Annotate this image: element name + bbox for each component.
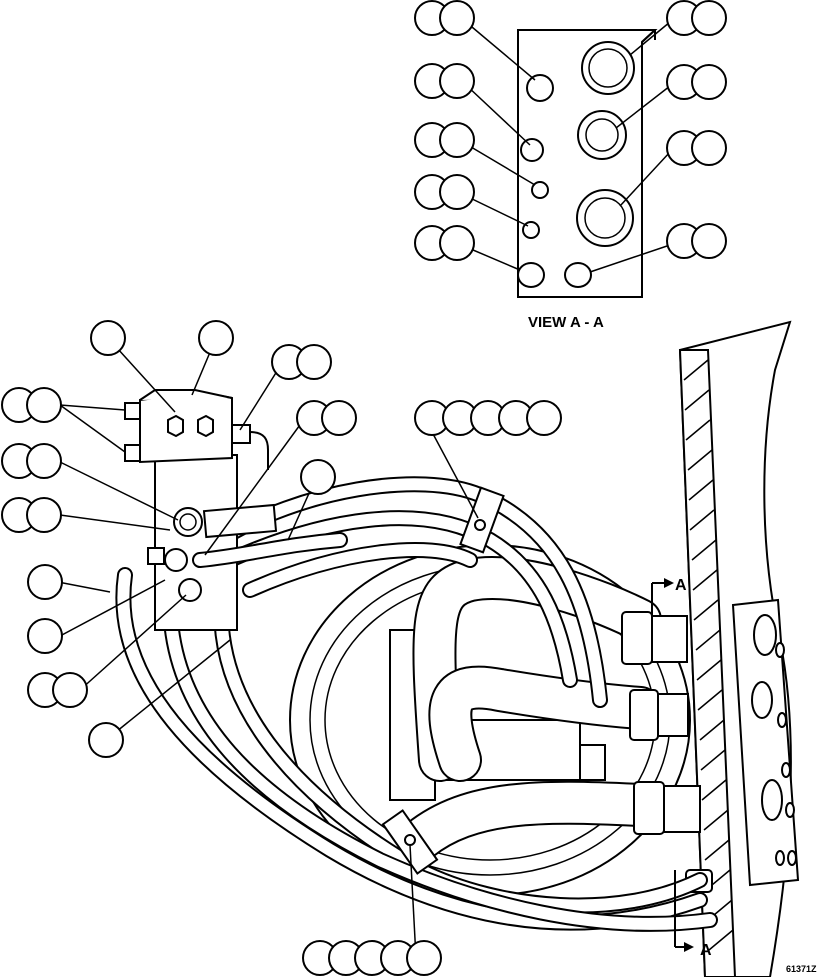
fitting-small-1	[526, 74, 554, 102]
callout-pair-fitting-4[interactable]	[27, 672, 88, 708]
callout-pair-view-4[interactable]	[414, 174, 475, 210]
callout-pair-fitting-1[interactable]	[1, 443, 62, 479]
callout-pair-view-9[interactable]	[666, 223, 727, 259]
callout-pair-clamp-upper[interactable]	[414, 400, 562, 436]
callout-pair-valve-fitting[interactable]	[271, 344, 332, 380]
fitting-large-2	[577, 110, 627, 160]
callout-pair-view-1[interactable]	[414, 0, 475, 36]
section-marker-top: A	[675, 577, 687, 594]
section-arrow-top: A	[651, 577, 687, 620]
valve-block	[124, 389, 269, 470]
callout-pair-view-8[interactable]	[666, 130, 727, 166]
callout-hose-4[interactable]	[88, 722, 124, 758]
valve-mount-bracket	[154, 454, 238, 631]
main-assembly: A A 61371Z	[1, 320, 817, 977]
valve-fittings	[147, 503, 348, 602]
view-a-a-detail: VIEW A - A	[414, 0, 727, 331]
callout-hose-3[interactable]	[27, 564, 63, 600]
callout-pair-view-5[interactable]	[414, 225, 475, 261]
callout-pair-hose-1[interactable]	[296, 400, 357, 436]
hose-clamp-lower	[381, 809, 439, 875]
fitting-small-5	[517, 262, 545, 288]
wall-fittings	[621, 611, 713, 893]
callout-hose-2[interactable]	[300, 459, 336, 495]
wall-manifold	[731, 598, 800, 887]
callout-pair-view-7[interactable]	[666, 64, 727, 100]
callout-pair-valve-bolts[interactable]	[1, 387, 62, 423]
callout-pair-clamp-lower[interactable]	[302, 940, 442, 976]
fitting-small-3	[531, 181, 549, 199]
hose-clamp-upper	[459, 486, 505, 554]
fitting-large-1	[581, 41, 635, 95]
fitting-small-6	[564, 262, 592, 288]
section-arrow-bottom: A	[674, 870, 712, 959]
callout-valve-block[interactable]	[90, 320, 126, 356]
callout-pair-view-2[interactable]	[414, 63, 475, 99]
callout-fitting-3[interactable]	[27, 618, 63, 654]
section-marker-bottom: A	[700, 942, 712, 959]
view-label: VIEW A - A	[528, 314, 604, 331]
callout-valve-top[interactable]	[198, 320, 234, 356]
fitting-small-2	[520, 138, 544, 162]
callout-pair-view-6[interactable]	[666, 0, 727, 36]
callout-pair-view-3[interactable]	[414, 122, 475, 158]
figure-number: 61371Z	[786, 964, 817, 974]
callout-pair-fitting-2[interactable]	[1, 497, 62, 533]
fitting-large-3	[576, 189, 634, 247]
